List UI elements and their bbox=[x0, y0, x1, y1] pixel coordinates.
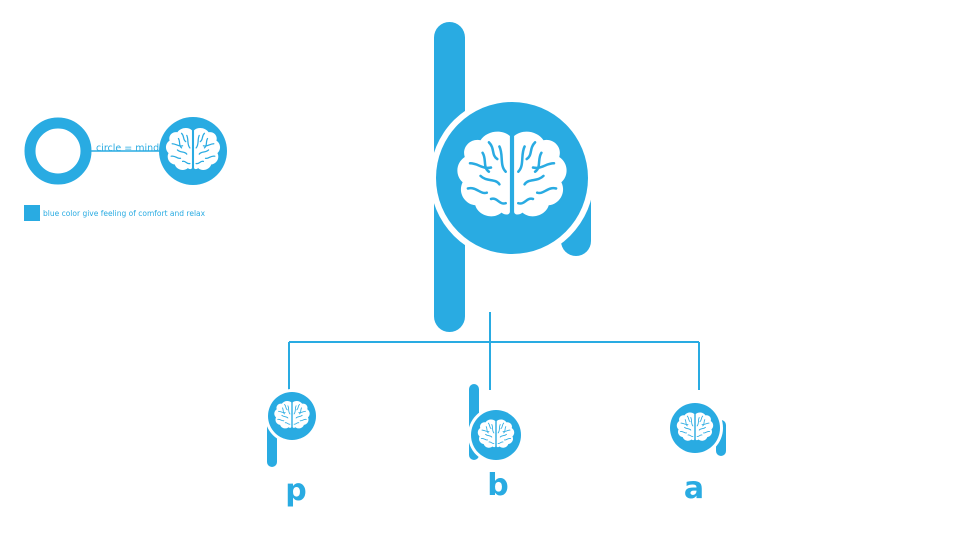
legend-brain-logo bbox=[159, 117, 227, 185]
variant-a-logo bbox=[667, 400, 726, 456]
variant-p-logo bbox=[265, 389, 319, 467]
variant-a-label: a bbox=[683, 471, 705, 506]
circle-mind-label: circle = mind bbox=[96, 143, 160, 154]
main-logo bbox=[430, 22, 594, 332]
tree-connector bbox=[288, 312, 700, 392]
color-meaning-label: blue color give feeling of comfort and r… bbox=[43, 209, 206, 218]
main-logo-circle bbox=[436, 102, 588, 254]
color-swatch-icon bbox=[24, 205, 40, 221]
variant-b-logo bbox=[468, 384, 524, 463]
variant-b-label: b bbox=[487, 468, 509, 503]
ring-icon bbox=[24, 117, 92, 185]
variant-p-label: p bbox=[285, 473, 307, 508]
